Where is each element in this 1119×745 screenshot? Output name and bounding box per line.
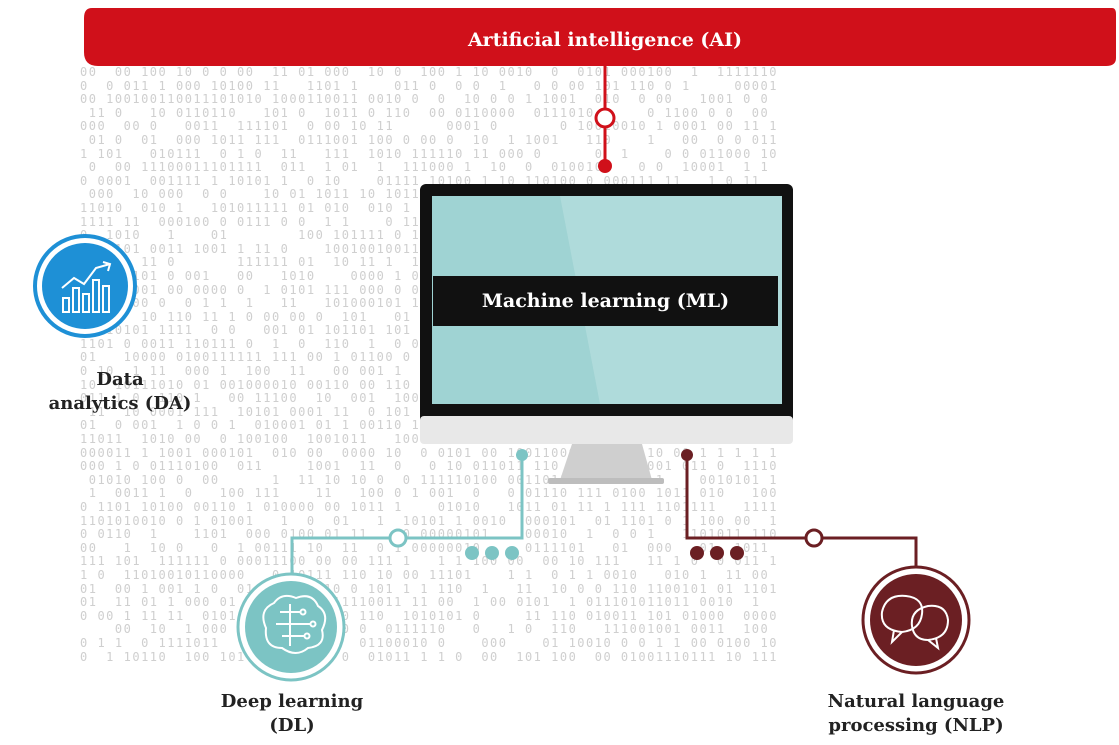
dl-label-line-1: Deep learning	[220, 691, 364, 712]
nlp-label-line-2: processing (NLP)	[828, 715, 1004, 736]
nlp-label-line-1: Natural language	[827, 691, 1005, 712]
nlp-label: Natural language processing (NLP)	[796, 690, 1036, 738]
ai-banner-label: Artificial intelligence (AI)	[467, 29, 743, 51]
da-label-line-2: analytics (DA)	[48, 393, 192, 414]
machine-learning-label: Machine learning (ML)	[481, 290, 730, 312]
nlp-connector	[681, 449, 918, 568]
da-label-line-1: Data	[96, 369, 144, 390]
speech-bubbles-icon	[861, 565, 971, 675]
dl-label: Deep learning (DL)	[186, 690, 398, 738]
ai-connector	[594, 66, 616, 173]
monitor	[420, 184, 793, 484]
brain-circuit-icon	[236, 572, 346, 682]
da-label: Data analytics (DA)	[20, 368, 220, 416]
dl-connector	[290, 449, 528, 584]
ai-banner	[84, 8, 1116, 66]
dl-label-line-2: (DL)	[269, 715, 315, 736]
bar-chart-growth-icon	[33, 234, 137, 338]
